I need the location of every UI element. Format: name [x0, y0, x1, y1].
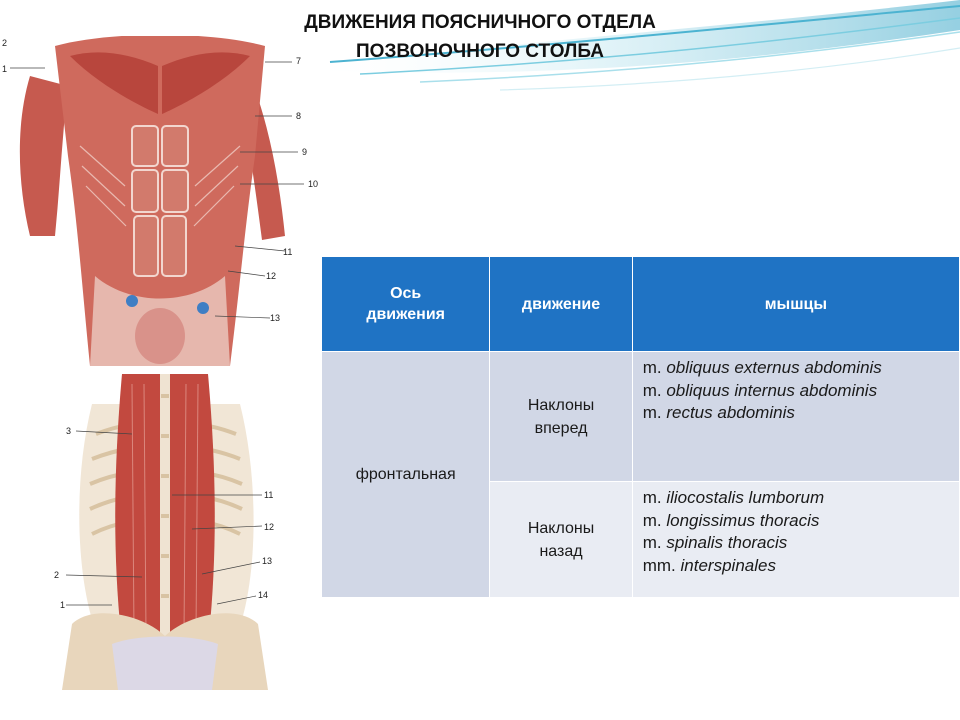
figure-label: 2	[54, 570, 60, 580]
figure-label: 9	[302, 147, 308, 157]
figure-label: 1	[60, 600, 66, 610]
figure-label: 12	[266, 271, 277, 281]
movement-cell: Наклоны назад	[489, 481, 633, 598]
slide-title-line-2: ПОЗВОНОЧНОГО СТОЛБА	[356, 41, 604, 62]
muscle-item: m. rectus abdominis	[643, 402, 959, 425]
table-header-row: Ось движения движение мышцы	[320, 256, 960, 352]
slide-title-line-1: ДВИЖЕНИЯ ПОЯСНИЧНОГО ОТДЕЛА	[304, 12, 656, 33]
figure-label: 14	[258, 590, 269, 600]
muscle-item: m. longissimus thoracis	[643, 510, 959, 533]
muscle-name: interspinales	[680, 555, 776, 575]
figure-label: 1	[2, 64, 8, 74]
muscle-item: m. spinalis thoracis	[643, 532, 959, 555]
muscles-cell: m. iliocostalis lumborum m. longissimus …	[631, 481, 960, 598]
header-movement: движение	[489, 256, 633, 352]
muscle-prefix: m.	[642, 510, 667, 530]
posterior-muscles-image	[52, 374, 278, 690]
muscle-name: spinalis thoracis	[666, 533, 788, 552]
header-axis-line-1: Ось	[390, 285, 422, 302]
anterior-trunk-muscles-illustration: 2 1 7 8 9 10 11 12 13	[0, 34, 322, 370]
header-swoosh-decoration	[300, 0, 960, 91]
muscle-prefix: m.	[642, 533, 667, 552]
figure-label: 3	[66, 426, 72, 436]
figure-label: 7	[296, 56, 302, 66]
muscle-name: longissimus thoracis	[666, 510, 820, 530]
table-row: Наклоны назад m. iliocostalis lumborum m…	[322, 481, 960, 598]
muscle-name: iliocostalis lumborum	[666, 488, 825, 507]
movement-line-2: вперед	[534, 419, 588, 437]
header-axis: Ось движения	[320, 256, 491, 352]
figure-label: 2	[2, 38, 8, 48]
muscle-item: m. obliquus externus abdominis	[643, 357, 959, 380]
anterior-muscles-image	[0, 34, 322, 370]
figure-label: 13	[262, 556, 273, 566]
muscle-name: obliquus externus abdominis	[666, 358, 882, 377]
movement-line-1: Наклоны	[527, 519, 595, 537]
muscle-prefix: m.	[642, 380, 667, 400]
muscle-item: mm. interspinales	[643, 555, 959, 578]
muscle-prefix: m.	[642, 403, 667, 422]
figure-label: 10	[308, 179, 319, 189]
movement-cell: Наклоны вперед	[489, 351, 633, 482]
axis-cell: фронтальная	[320, 351, 491, 598]
muscle-name: rectus abdominis	[666, 403, 795, 422]
muscle-item: m. iliocostalis lumborum	[643, 487, 959, 510]
header-muscles: мышцы	[631, 256, 960, 352]
header-axis-line-2: движения	[366, 306, 446, 323]
movements-table: Ось движения движение мышцы фронтальная …	[320, 256, 960, 598]
muscle-prefix: m.	[642, 358, 667, 377]
movement-line-1: Наклоны	[527, 396, 595, 414]
movement-line-2: назад	[539, 542, 583, 560]
muscle-prefix: mm.	[642, 555, 681, 575]
muscle-prefix: m.	[642, 488, 667, 507]
muscles-cell: m. obliquus externus abdominis m. obliqu…	[631, 351, 960, 482]
table-row: фронтальная Наклоны вперед m. obliquus e…	[320, 351, 960, 598]
figure-label: 8	[296, 111, 302, 121]
figure-label: 11	[283, 247, 293, 257]
muscle-name: obliquus internus abdominis	[666, 380, 878, 400]
figure-label: 13	[270, 313, 281, 323]
posterior-back-muscles-illustration: 3 11 12 13 2 1 14	[52, 374, 278, 690]
muscle-item: m. obliquus internus abdominis	[643, 380, 959, 403]
figure-label: 11	[264, 490, 274, 500]
slide-title: ДВИЖЕНИЯ ПОЯСНИЧНОГО ОТДЕЛА ПОЗВОНОЧНОГО…	[250, 8, 710, 66]
figure-label: 12	[264, 522, 275, 532]
